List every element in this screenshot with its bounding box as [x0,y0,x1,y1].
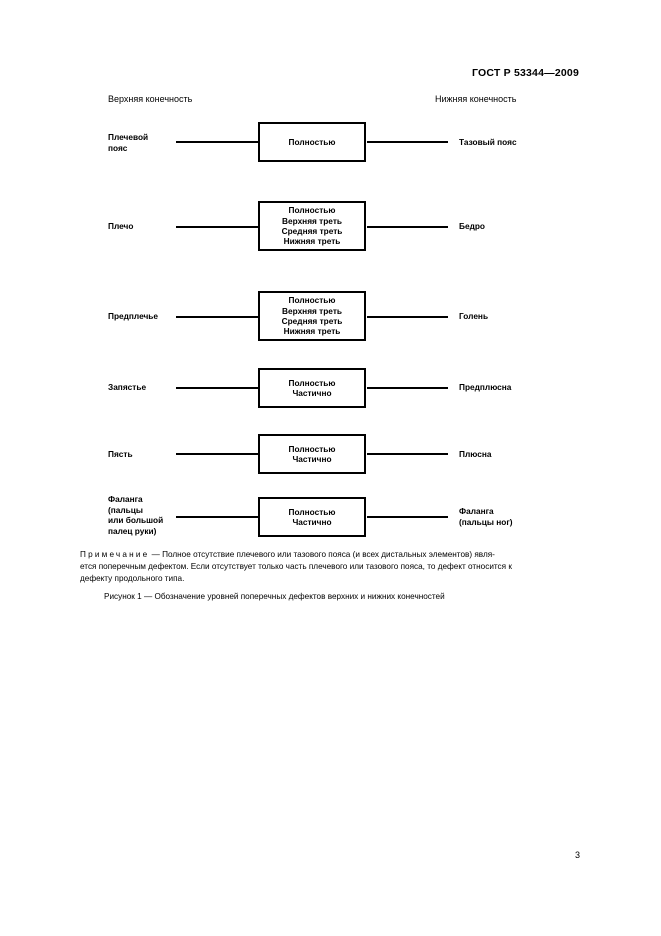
upper-limb-label: Предплечье [108,311,158,322]
level-option: Частично [292,517,332,527]
level-box: Полностью Частично [258,497,366,537]
label-line: или большой [108,515,164,525]
level-box: Полностью Частично [258,368,366,408]
level-box: Полностью Верхняя треть Средняя треть Ни… [258,201,366,251]
label-line: (пальцы [108,504,143,515]
label-line: Запястье [108,382,147,392]
lower-limb-label: Фаланга (пальцы ног) [459,506,513,527]
upper-limb-label: Плечо [108,221,133,232]
label-line: Предплечье [108,311,159,321]
level-option: Средняя треть [281,316,343,326]
connector-line-right [367,316,448,318]
connector-line-right [367,453,448,455]
column-heading-upper-limb: Верхняя конечность [108,94,193,104]
connector-line-left [176,226,258,228]
connector-line-right [367,516,448,518]
lower-limb-label: Тазовый пояс [459,137,517,148]
connector-line-left [176,316,258,318]
connector-line-left [176,141,258,143]
level-box: Полностью Верхняя треть Средняя треть Ни… [258,291,366,341]
level-option: Нижняя треть [283,326,341,337]
level-option: Верхняя треть [282,305,342,316]
label-line: Плечевой [108,132,149,142]
lower-limb-label: Бедро [459,221,485,232]
level-option: Верхняя треть [282,215,342,226]
label-line: Голень [459,311,489,321]
level-option: Полностью [288,205,336,216]
level-option: Частично [292,388,332,398]
label-line: (пальцы ног) [459,516,513,527]
connector-line-left [176,453,258,455]
lower-limb-label: Плюсна [459,449,491,460]
level-box: Полностью Частично [258,434,366,474]
level-option: Полностью [288,377,336,388]
header-code: ГОСТ Р 53344—2009 [471,67,579,79]
note-text-line-1: — Полное отсутствие плечевого или тазово… [149,550,495,559]
label-line: Плечо [108,221,134,231]
connector-line-right [367,226,448,228]
note-label: Примечание [80,550,150,559]
connector-line-left [176,387,258,389]
note-text-line-3: дефекту продольного типа. [80,574,185,583]
label-line: Тазовый пояс [459,137,517,147]
label-line: Плюсна [459,449,492,459]
label-line: палец руки) [108,525,157,536]
level-option: Нижняя треть [283,236,341,247]
connector-line-right [367,387,448,389]
connector-line-right [367,141,448,143]
level-option: Полностью [288,443,336,454]
level-option: Средняя треть [281,226,343,236]
column-heading-lower-limb: Нижняя конечность [435,94,517,104]
label-line: Предплюсна [459,382,512,392]
upper-limb-label: Плечевой пояс [108,132,148,153]
label-line: Фаланга [108,494,143,504]
label-line: Пясть [108,449,133,459]
connector-line-left [176,516,258,518]
level-option: Полностью [288,506,336,517]
note-text-line-2: ется поперечным дефектом. Если отсутству… [80,562,512,571]
upper-limb-label: Запястье [108,382,146,393]
label-line: Фаланга [459,506,494,516]
level-box: Полностью [258,122,366,162]
upper-limb-label: Фаланга (пальцы или большой палец руки) [108,494,163,536]
label-line: пояс [108,142,128,153]
figure-note: Примечание — Полное отсутствие плечевого… [80,549,583,585]
level-option: Частично [292,454,332,464]
lower-limb-label: Голень [459,311,488,322]
page-number: 3 [574,850,580,860]
level-option: Полностью [288,295,336,306]
lower-limb-label: Предплюсна [459,382,511,393]
figure-caption: Рисунок 1 — Обозначение уровней поперечн… [104,592,445,601]
upper-limb-label: Пясть [108,449,133,460]
level-option: Полностью [288,136,336,147]
label-line: Бедро [459,221,485,231]
